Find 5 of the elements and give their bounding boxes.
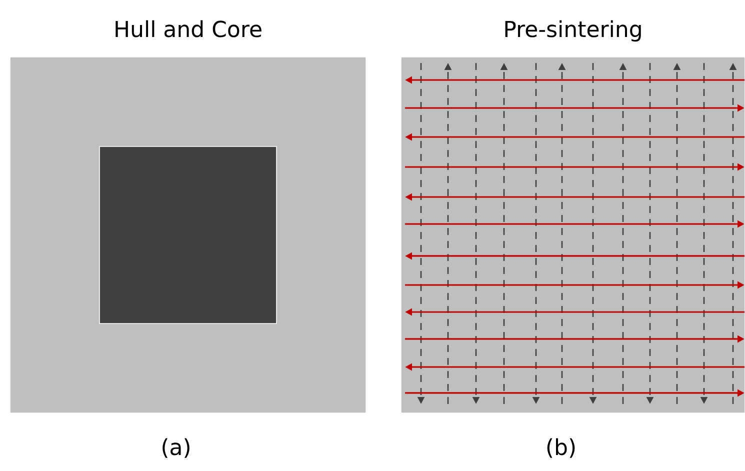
panel-label: (a) [162, 438, 190, 458]
core-square [99, 146, 277, 324]
panel-label: (b) [547, 438, 575, 458]
panel-title: Pre-sintering [505, 20, 641, 42]
panel-title: Hull and Core [116, 20, 262, 38]
